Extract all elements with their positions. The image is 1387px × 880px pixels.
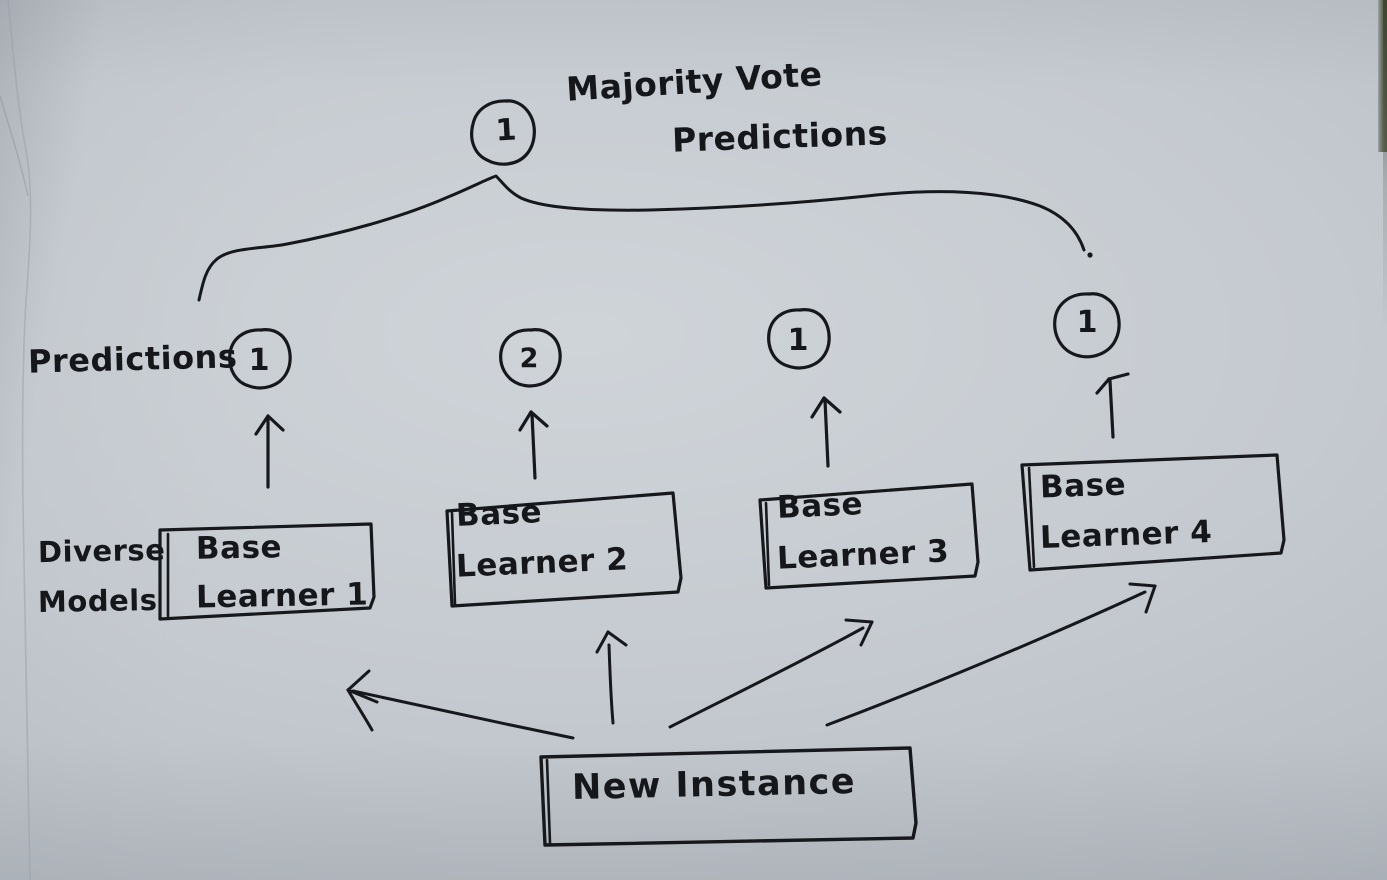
prediction-value-3: 1 [787, 323, 809, 358]
arrow-learner3-to-prediction3 [810, 396, 842, 468]
prediction-circle-1 [228, 328, 292, 390]
arrow-learner1-to-prediction1 [254, 414, 285, 489]
diverse-models-label-line2: Models [37, 582, 158, 620]
majority-vote-label-line2: Predictions [671, 113, 889, 160]
paper-right-edge-strip [1378, 0, 1387, 152]
prediction-circle-2 [499, 328, 562, 388]
base-learner-3-line1: Base [776, 486, 864, 526]
brace-right-tip-dot [1087, 252, 1093, 258]
majority-vote-brace [197, 174, 1086, 302]
base-learner-2-line2: Learner 2 [455, 541, 629, 585]
arrow-instance-to-learner2 [595, 630, 628, 725]
base-learner-3-box-inner-edge [764, 501, 771, 587]
majority-vote-circle [470, 99, 536, 166]
new-instance-label: New Instance [571, 762, 857, 808]
paper-crease-left-2 [0, 95, 29, 197]
arrow-instance-to-learner4 [825, 582, 1157, 727]
base-learner-2-line1: Base [455, 494, 543, 534]
prediction-value-1: 1 [248, 343, 270, 378]
new-instance-box [539, 746, 918, 847]
prediction-value-4: 1 [1076, 305, 1098, 340]
base-learner-2-box-inner-edge [450, 511, 457, 606]
new-instance-box-inner-edge [545, 758, 552, 845]
base-learner-3-box [758, 482, 980, 590]
paper-crease-left [7, 0, 32, 880]
base-learner-4-line1: Base [1039, 466, 1127, 506]
base-learner-1-line2: Learner 1 [195, 576, 369, 616]
base-learner-4-box-inner-edge [1027, 466, 1036, 569]
predictions-row-label: Predictions [27, 337, 238, 381]
arrow-learner4-to-prediction4 [1095, 372, 1130, 439]
prediction-circle-3 [767, 308, 831, 370]
base-learner-1-box [158, 522, 376, 621]
base-learner-4-box [1020, 453, 1286, 572]
arrow-instance-to-learner1 [346, 669, 575, 740]
diverse-models-label-line1: Diverse [37, 532, 166, 570]
majority-vote-value: 1 [494, 112, 518, 149]
base-learner-4-line2: Learner 4 [1039, 514, 1213, 556]
base-learner-2-box [445, 491, 683, 608]
base-learner-3-line2: Learner 3 [776, 533, 950, 577]
prediction-value-2: 2 [519, 343, 539, 374]
paper-right-edge-shadow [1383, 0, 1387, 330]
prediction-circle-4 [1053, 292, 1121, 359]
arrow-learner2-to-prediction2 [518, 410, 549, 480]
arrow-instance-to-learner3 [668, 618, 874, 729]
base-learner-1-line1: Base [195, 529, 283, 567]
